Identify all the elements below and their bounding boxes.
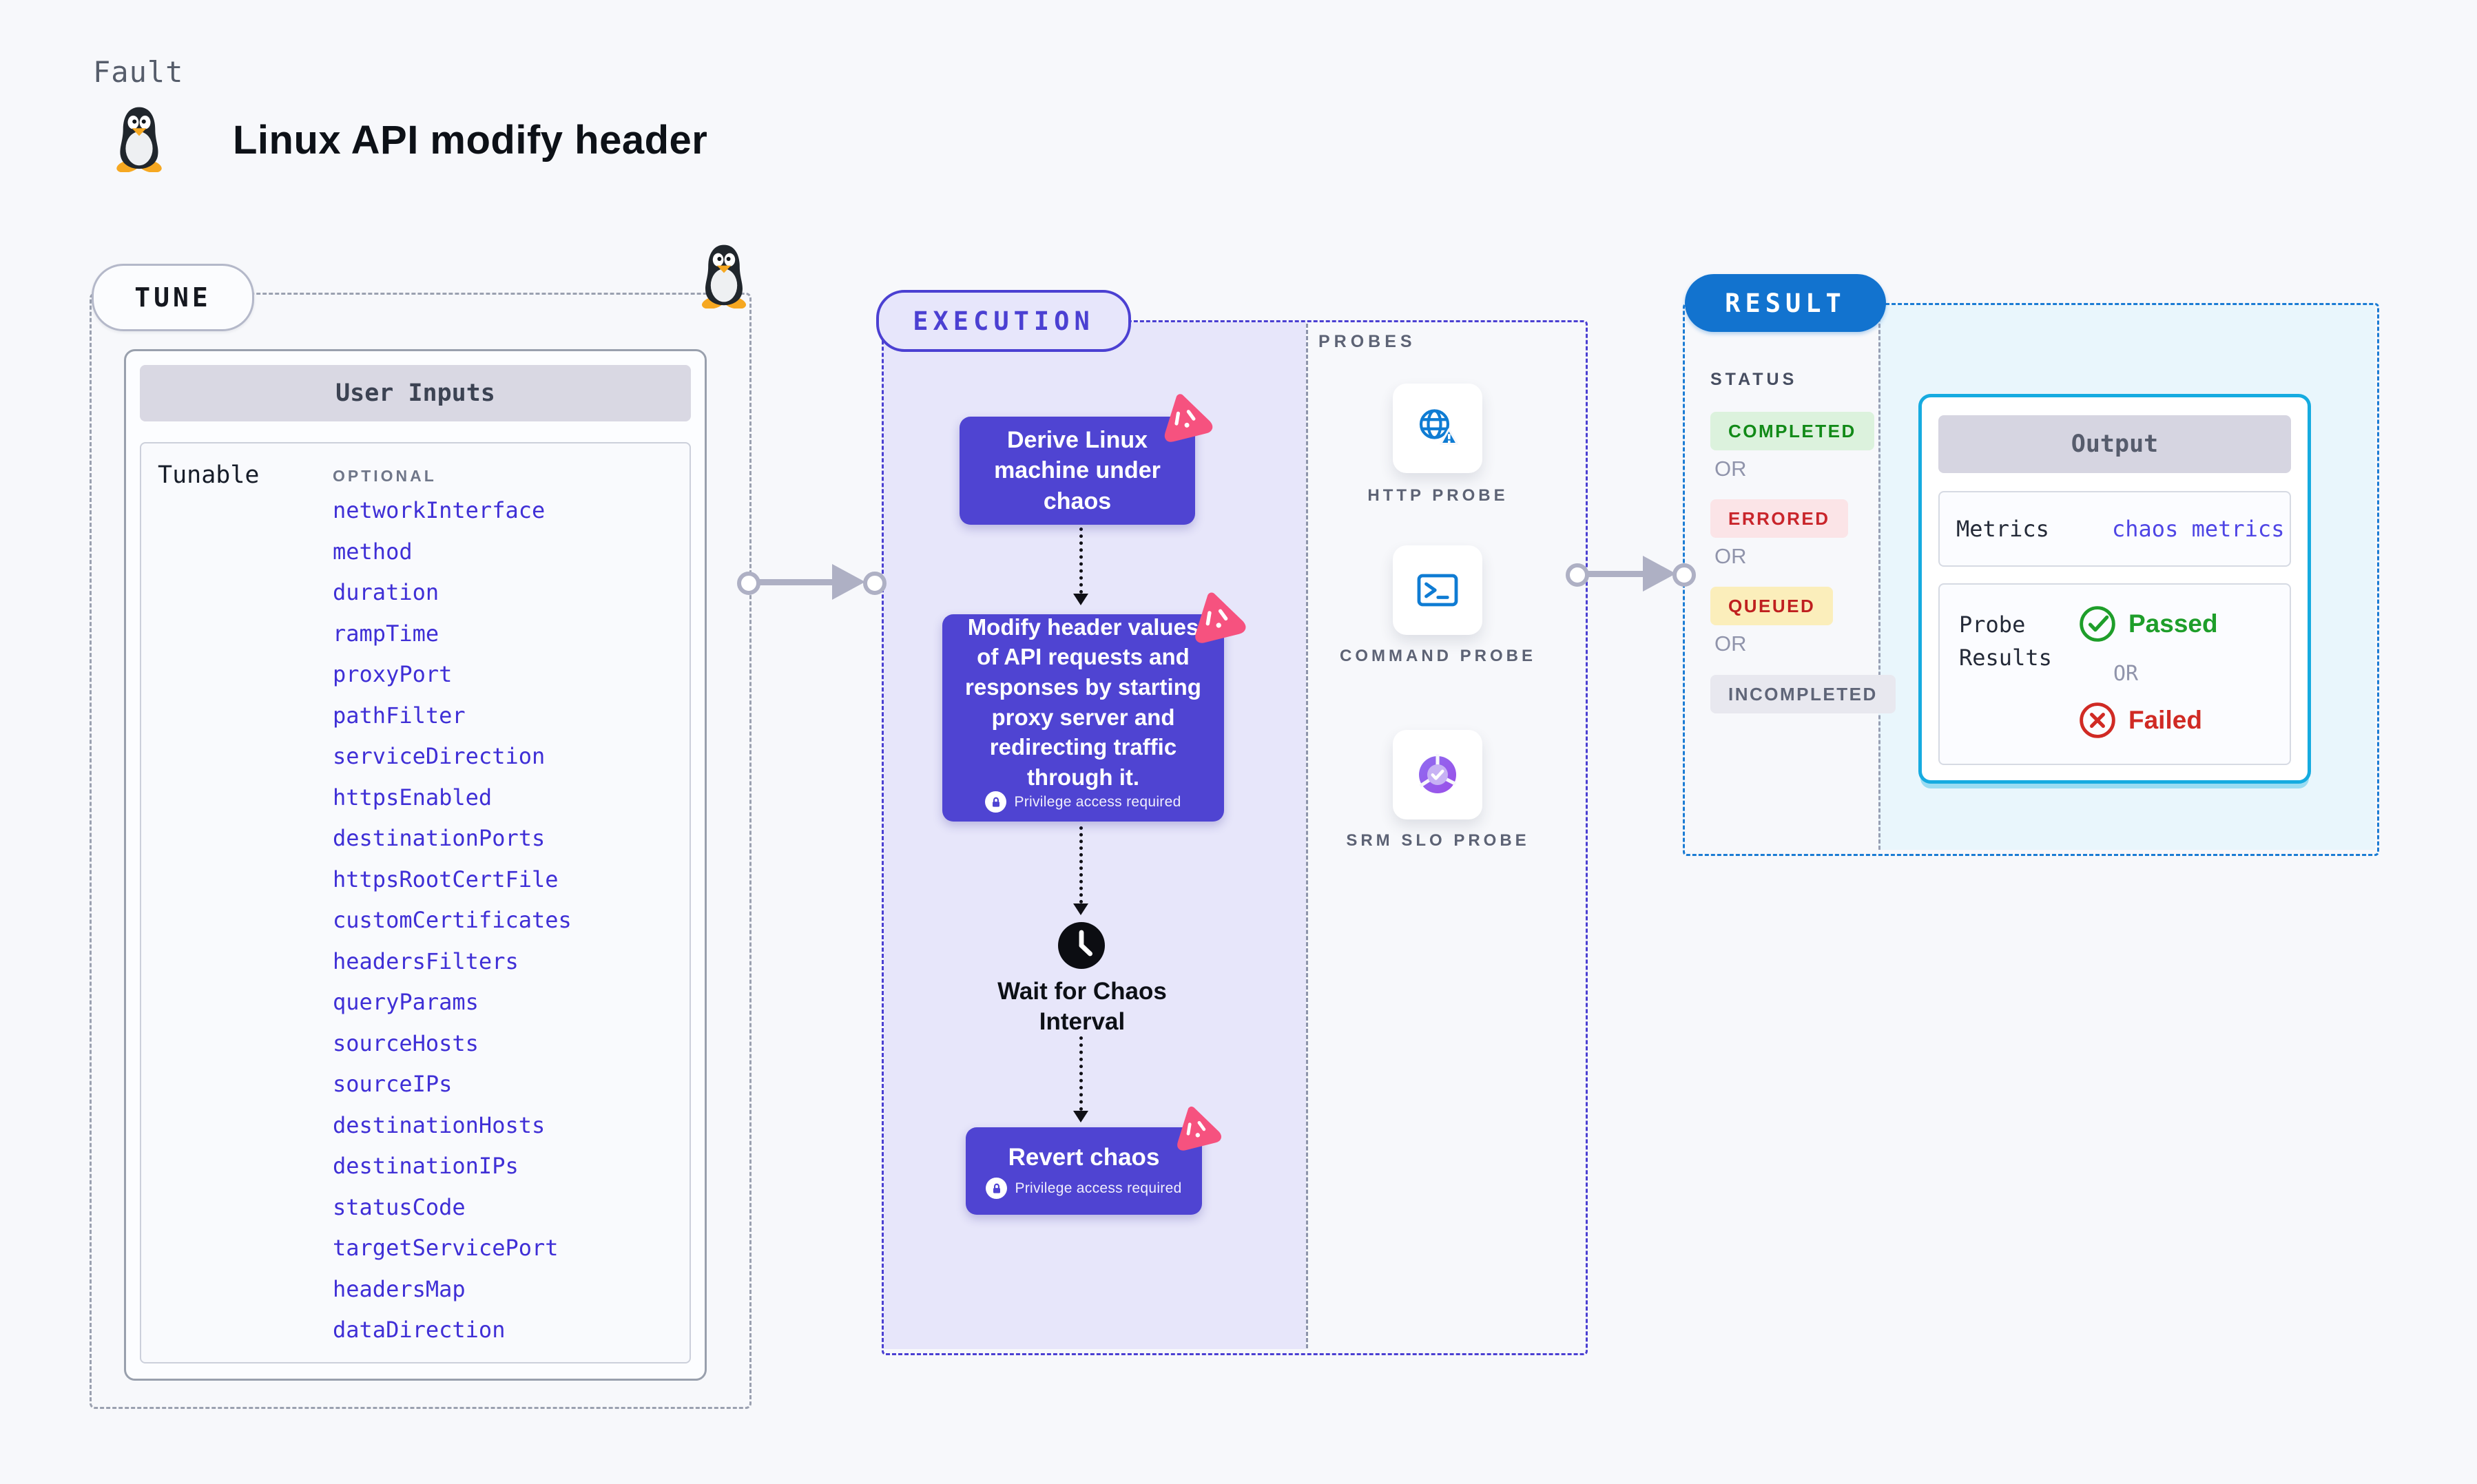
step-revert-chaos: Revert chaos Privilege access required <box>966 1127 1202 1215</box>
optional-label: OPTIONAL <box>333 467 437 485</box>
linux-penguin-icon <box>697 242 751 309</box>
srm-slo-probe-icon <box>1413 750 1462 800</box>
tune-section <box>90 293 752 1409</box>
probes-divider <box>1306 324 1308 1348</box>
result-badge: RESULT <box>1685 274 1886 332</box>
step-label: Derive Linux machine under chaos <box>994 427 1161 514</box>
status-badge-queued: QUEUED <box>1710 587 1834 625</box>
tune-to-execution-arrow <box>737 562 887 603</box>
execution-badge: EXECUTION <box>876 290 1131 352</box>
or-label: OR <box>1714 457 1747 481</box>
tunable-link[interactable]: pathFilter <box>333 702 466 729</box>
wait-step-label: Wait for Chaos Interval <box>997 978 1167 1035</box>
flow-connector <box>1079 826 1083 903</box>
step-modify-header: Modify header values of API requests and… <box>942 614 1224 822</box>
execution-to-result-arrow <box>1566 554 1697 595</box>
probes-title: PROBES <box>1318 332 1416 351</box>
execution-section <box>882 320 1588 1355</box>
status-badge-incompleted: INCOMPLETED <box>1710 675 1896 713</box>
status-badge-completed: COMPLETED <box>1710 412 1874 450</box>
tune-badge: TUNE <box>92 264 254 331</box>
output-header: Output <box>1938 415 2291 473</box>
step-derive-machine: Derive Linux machine under chaos <box>960 417 1195 525</box>
or-label: OR <box>1714 631 1747 656</box>
tunable-link[interactable]: customCertificates <box>333 907 572 933</box>
tunable-link[interactable]: networkInterface <box>333 497 546 523</box>
tunable-link[interactable]: dataDirection <box>333 1317 506 1343</box>
flow-connector <box>1079 527 1083 594</box>
privilege-note: Privilege access required <box>942 791 1224 813</box>
passed-result: Passed <box>2077 604 2218 644</box>
srm-slo-probe-card <box>1393 730 1482 819</box>
failed-result: Failed <box>2077 700 2202 740</box>
user-inputs-card: User Inputs Tunable OPTIONAL networkInte… <box>124 349 707 1381</box>
tunable-link[interactable]: serviceDirection <box>333 743 546 769</box>
tunable-link[interactable]: headersMap <box>333 1275 466 1302</box>
tunable-list: networkInterface method duration rampTim… <box>333 490 572 1351</box>
tunable-link[interactable]: method <box>333 538 413 565</box>
tunable-link[interactable]: sourceIPs <box>333 1071 453 1097</box>
flow-connector <box>1079 1036 1083 1111</box>
tunable-link[interactable]: httpsRootCertFile <box>333 866 559 892</box>
privilege-note: Privilege access required <box>986 1178 1181 1199</box>
tunable-link[interactable]: destinationHosts <box>333 1111 546 1138</box>
http-probe-card <box>1393 384 1482 473</box>
status-badge-errored: ERRORED <box>1710 499 1848 538</box>
user-inputs-header: User Inputs <box>140 365 691 421</box>
http-probe-label: HTTP PROBE <box>1367 486 1509 505</box>
command-probe-label: COMMAND PROBE <box>1340 647 1536 665</box>
lock-icon <box>985 791 1007 813</box>
tunable-row-label: Tunable <box>158 461 260 489</box>
command-probe-card <box>1393 545 1482 635</box>
arrow-down-icon <box>1073 903 1088 915</box>
chaos-metrics-link[interactable]: chaos metrics <box>2112 516 2285 542</box>
tunable-link[interactable]: rampTime <box>333 620 439 647</box>
tunable-link[interactable]: destinationPorts <box>333 825 546 851</box>
probe-results-label: Probe Results <box>1959 612 2052 671</box>
http-probe-icon <box>1413 404 1462 453</box>
step-label: Revert chaos <box>1008 1144 1160 1171</box>
arrow-down-icon <box>1073 594 1088 605</box>
srm-slo-probe-label: SRM SLO PROBE <box>1346 831 1530 850</box>
check-circle-icon <box>2077 604 2117 644</box>
step-label: Modify header values of API requests and… <box>965 614 1201 790</box>
tunable-link[interactable]: statusCode <box>333 1193 466 1220</box>
arrow-down-icon <box>1073 1111 1088 1122</box>
or-label: OR <box>1714 544 1747 568</box>
lock-icon <box>986 1178 1008 1199</box>
tunable-link[interactable]: httpsEnabled <box>333 784 493 811</box>
fault-kicker: Fault <box>93 55 184 89</box>
command-probe-icon <box>1413 565 1462 615</box>
tunable-link[interactable]: proxyPort <box>333 661 453 687</box>
tunable-link[interactable]: duration <box>333 579 439 605</box>
metrics-row: Metrics chaos metrics <box>1938 491 2291 567</box>
linux-penguin-icon <box>112 105 167 172</box>
metrics-label: Metrics <box>1956 516 2049 542</box>
tunables-panel: Tunable OPTIONAL networkInterface method… <box>140 442 691 1363</box>
or-label: OR <box>2113 662 2139 686</box>
output-card: Output Metrics chaos metrics Probe Resul… <box>1918 394 2311 784</box>
status-title: STATUS <box>1710 370 1798 389</box>
tunable-link[interactable]: targetServicePort <box>333 1235 559 1261</box>
tunable-link[interactable]: sourceHosts <box>333 1030 479 1056</box>
probe-results-row: Probe Results Passed OR Failed <box>1938 583 2291 765</box>
tunable-link[interactable]: destinationIPs <box>333 1153 519 1179</box>
x-circle-icon <box>2077 700 2117 740</box>
tunable-link[interactable]: queryParams <box>333 989 479 1015</box>
page-title: Linux API modify header <box>233 118 708 163</box>
clock-icon <box>1057 921 1106 970</box>
tunable-link[interactable]: headersFilters <box>333 948 519 974</box>
